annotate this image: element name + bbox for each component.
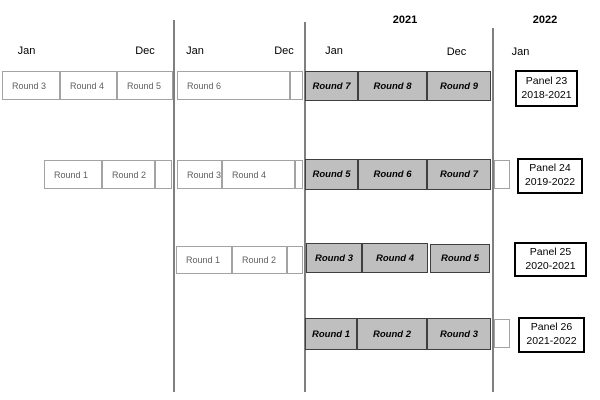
panel-25-years: 2020-2021 [525,259,576,272]
p23-round-4: Round 4 [60,71,117,100]
p26-round-3: Round 3 [427,318,491,350]
p24-round-1: Round 1 [44,160,102,189]
p25-round-3: Round 3 [306,243,362,273]
p24-round-4: Round 4 [222,160,295,189]
p25-round-2: Round 2 [232,246,287,274]
panel-26-years: 2021-2022 [526,335,577,347]
p23-round-5: Round 5 [117,71,173,100]
month-label-jan: Jan [176,39,214,63]
p25-round-5: Round 5 [430,244,490,273]
p23-round-9: Round 9 [427,71,491,101]
p23-round-6: Round 6 [177,71,290,100]
year-divider-line [173,20,175,392]
panel-23-label: Panel 23 2018-2021 [515,70,578,107]
p23-round-7: Round 7 [305,71,358,101]
month-label-dec: Dec [266,39,302,63]
p25-round-4: Round 4 [362,243,428,273]
panel-23-years: 2018-2021 [521,88,572,101]
year-label-2022: 2022 [517,3,573,36]
p26-round-1: Round 1 [305,318,357,350]
panel-24-name: Panel 24 [529,162,571,175]
empty-round-segment [155,160,172,189]
p24-round-6: Round 6 [358,159,427,190]
panel-25-label: Panel 25 2020-2021 [514,242,587,277]
panel-24-years: 2019-2022 [524,176,576,188]
year-divider-line [304,22,306,392]
year-label-2021: 2021 [376,3,434,36]
p25-round-1: Round 1 [176,246,232,274]
empty-round-segment [290,71,303,100]
empty-round-segment [494,160,510,189]
empty-round-segment [295,160,303,189]
panel-26-name: Panel 26 [530,321,573,334]
panel-25-name: Panel 25 [529,245,572,258]
month-label-dec: Dec [430,39,483,64]
panel-23-name: Panel 23 [525,74,568,87]
p26-round-2: Round 2 [357,318,427,350]
empty-round-segment [287,246,303,274]
empty-round-segment [494,319,510,348]
panel-26-label: Panel 26 2021-2022 [518,317,585,353]
month-label-jan: Jan [3,37,50,64]
p24-round-2: Round 2 [102,160,155,189]
month-label-jan: Jan [498,39,543,64]
p24-round-3: Round 3 [177,160,222,189]
panel-24-label: Panel 24 2019-2022 [517,158,583,194]
month-label-jan: Jan [310,39,358,63]
month-label-dec: Dec [126,39,164,63]
p24-round-5: Round 5 [305,159,358,190]
p23-round-3: Round 3 [2,71,60,100]
p23-round-8: Round 8 [358,71,427,101]
p24-round-7: Round 7 [427,159,491,190]
year-divider-line [492,28,494,392]
